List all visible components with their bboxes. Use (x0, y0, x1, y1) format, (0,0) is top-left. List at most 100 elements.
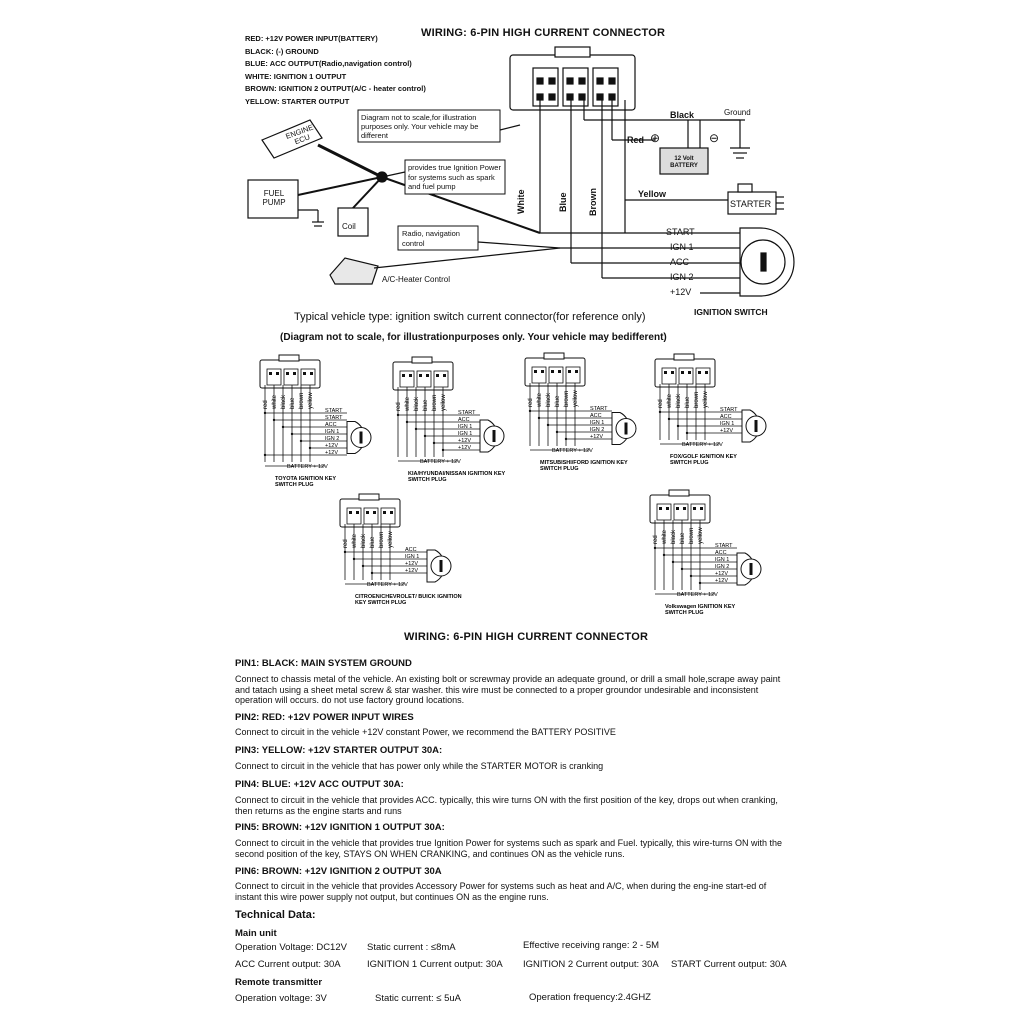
starter-label: STARTER (730, 199, 772, 209)
plug-terminal-label: ACC (720, 414, 732, 420)
tech-remote-static: Static current: ≤ 5uA (375, 993, 462, 1004)
typical-title: Typical vehicle type: ignition switch cu… (294, 311, 646, 323)
plug-wire-label: white (537, 392, 543, 408)
tech-main-unit: Main unit (235, 928, 277, 939)
pin2-heading: PIN2: RED: +12V POWER INPUT WIRES (235, 712, 414, 723)
plug-wire-label: black (361, 533, 367, 548)
plug-name: TOYOTA IGNITION KEY (275, 476, 336, 482)
plug-terminal-label: IGN 1 (715, 557, 729, 563)
pin1-heading: PIN1: BLACK: MAIN SYSTEM GROUND (235, 658, 412, 669)
plug-terminal-label: +12V (405, 568, 418, 574)
plug-wire-label: red (528, 398, 534, 407)
plug-wire-label: blue (370, 536, 376, 548)
plug-battery-label: BATTERY + 12V (287, 464, 328, 470)
pin5-text: Connect to circuit in the vehicle that p… (235, 838, 783, 859)
legend-blue: BLUE: ACC OUTPUT(Radio,navigation contro… (245, 59, 412, 68)
tech-title: Technical Data: (235, 909, 316, 921)
top-title: WIRING: 6-PIN HIGH CURRENT CONNECTOR (421, 27, 666, 39)
plug-wire-label: yellow (698, 527, 704, 544)
pin3-text: Connect to circuit in the vehicle that h… (235, 761, 604, 771)
plug-terminal-label: +12V (720, 428, 733, 434)
plug-wire-label: blue (290, 397, 296, 409)
tech-acc-current: ACC Current output: 30A (235, 959, 341, 970)
plug-wire-label: white (405, 396, 411, 412)
ac-heater-label: A/C-Heater Control (382, 275, 451, 284)
plug-wire-label: black (281, 394, 287, 409)
battery-negative-icon: ⊖ (709, 131, 720, 145)
plug-wire-label: brown (564, 391, 570, 407)
plug-wire-label: white (352, 533, 358, 549)
plug-wire-label: brown (432, 395, 438, 411)
plug-wire-label: blue (555, 395, 561, 407)
plug-terminal-label: IGN 1 (405, 554, 419, 560)
plug-battery-label: BATTERY + 12V (367, 582, 408, 588)
plug-terminal-label: IGN 2 (325, 436, 339, 442)
plug-terminal-label: START (720, 407, 738, 413)
wire-brown-label: Brown (588, 188, 598, 216)
plug-terminal-label: +12V (325, 443, 338, 449)
plug-name-line2: SWITCH PLUG (670, 460, 709, 466)
note-radio: Radio, navigation control (402, 229, 460, 248)
plug-wire-label: white (667, 393, 673, 409)
tech-ign2-current: IGNITION 2 Current output: 30A (523, 959, 659, 970)
note-ignition: provides true Ignition Power for systems… (408, 163, 501, 191)
plug-terminal-label: IGN 1 (325, 429, 339, 435)
tech-remote-voltage: Operation voltage: 3V (235, 993, 327, 1004)
tech-receiving-range: Effective receiving range: 2 - 5M (523, 940, 660, 951)
legend-brown: BROWN: IGNITION 2 OUTPUT(A/C - heater co… (245, 84, 426, 93)
pin2-text: Connect to circuit in the vehicle +12V c… (235, 727, 616, 737)
plug-battery-label: BATTERY + 12V (552, 448, 593, 454)
plug-terminal-label: IGN 1 (590, 420, 604, 426)
plug-name: Volkswagen IGNITION KEY (665, 604, 736, 610)
tech-op-voltage: Operation Voltage: DC12V (235, 942, 347, 953)
plug-terminal-label: START (325, 415, 343, 421)
wire-yellow-label: Yellow (638, 189, 667, 199)
plug-wire-label: red (263, 400, 269, 409)
coil-label: Coil (342, 222, 356, 231)
plug-wire-label: blue (685, 396, 691, 408)
plug-name-line2: SWITCH PLUG (408, 477, 447, 483)
plug-battery-label: BATTERY + 12V (420, 459, 461, 465)
plug-wire-label: blue (680, 532, 686, 544)
plug-wire-label: yellow (573, 390, 579, 407)
plug-terminal-label: START (590, 406, 608, 412)
plug-terminal-label: START (325, 408, 343, 414)
plug-name: MITSUBISHI/FORD IGNITION KEY (540, 460, 628, 466)
pin6-text: Connect to circuit in the vehicle that p… (235, 881, 767, 902)
plug-name: KIA/HYUNDAI/NISSAN IGNITION KEY (408, 471, 506, 477)
plug-terminal-label: +12V (715, 578, 728, 584)
switch-ign1-label: IGN 1 (670, 242, 694, 252)
plug-wire-label: black (676, 393, 682, 408)
plug-name: CITROEN/CHEVROLET/ BUICK IGNITION (355, 594, 462, 600)
plug-wire-label: white (662, 529, 668, 545)
legend-black: BLACK: (-) GROUND (245, 46, 319, 56)
section-title: WIRING: 6-PIN HIGH CURRENT CONNECTOR (404, 631, 649, 643)
plug-wire-label: brown (694, 392, 700, 408)
plug-name-line2: SWITCH PLUG (275, 482, 314, 488)
main-wiring-diagram (247, 46, 795, 297)
plug-terminal-label: +12V (405, 561, 418, 567)
plug-terminal-label: START (715, 543, 733, 549)
plug-wire-label: red (658, 399, 664, 408)
plug-terminal-label: IGN 2 (715, 564, 729, 570)
plug-wire-label: yellow (703, 391, 709, 408)
plug-wire-label: brown (299, 393, 305, 409)
battery-positive-icon: ⊕ (650, 131, 661, 145)
plug-wire-label: red (343, 539, 349, 548)
plug-terminal-label: IGN 1 (458, 431, 472, 437)
plug-name: FOX/GOLF IGNITION KEY (670, 454, 737, 460)
plug-wire-label: red (396, 402, 402, 411)
plug-wire-label: brown (689, 528, 695, 544)
plug-terminal-label: ACC (458, 417, 470, 423)
tech-ign1-current: IGNITION 1 Current output: 30A (367, 959, 503, 970)
tech-static-current: Static current : ≤8mA (367, 942, 456, 953)
pin6-heading: PIN6: BROWN: +12V IGNITION 2 OUTPUT 30A (235, 866, 442, 877)
switch-acc-label: ACC (670, 257, 690, 267)
tech-remote: Remote transmitter (235, 977, 323, 988)
plug-wire-label: blue (423, 399, 429, 411)
wire-blue-label: Blue (558, 192, 568, 212)
